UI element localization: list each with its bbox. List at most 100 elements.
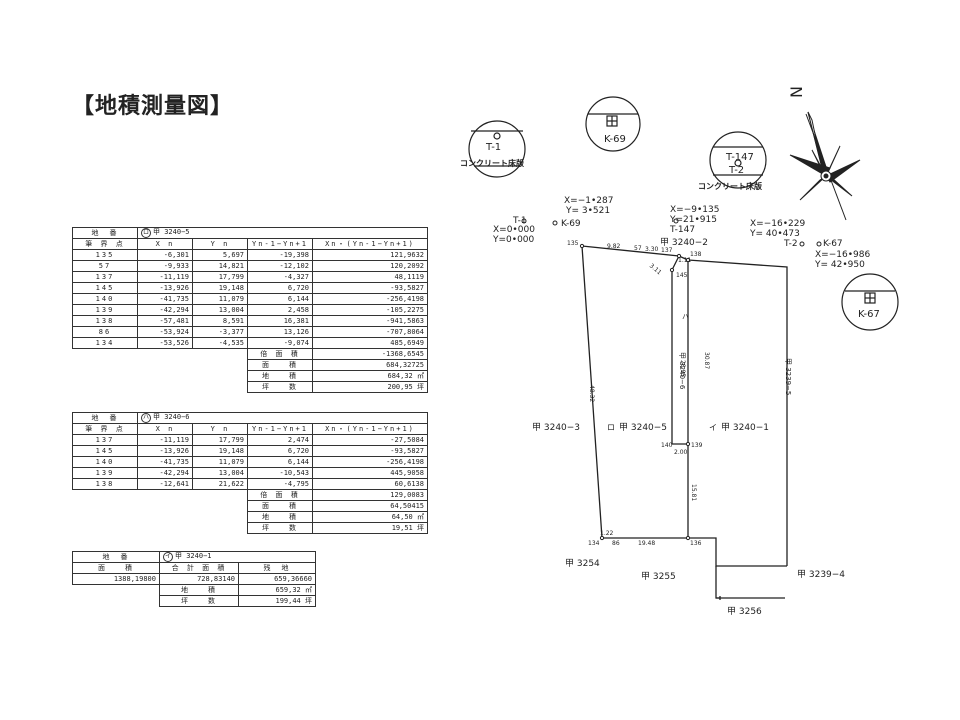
coord-label: Y= 42•950 xyxy=(814,260,865,270)
page-title: 【地積測量図】 xyxy=(72,94,234,119)
table-cell: 134 xyxy=(72,337,138,349)
point-label: 140 xyxy=(661,442,673,449)
boundary-point-icon xyxy=(599,535,605,541)
benchmark-point-icon xyxy=(799,241,805,247)
benchmark-label: K-69 xyxy=(561,219,581,229)
lot-mark: ハ xyxy=(141,413,151,423)
boundary-line xyxy=(671,255,688,445)
parcel-label: 甲 3240−1 xyxy=(721,422,769,433)
boundary-point-icon xyxy=(685,441,691,447)
benchmark-k69-circle xyxy=(585,96,641,152)
distance-label: 3.30 xyxy=(645,246,659,253)
point-label: 145 xyxy=(676,272,688,279)
distance-label: 30.87 xyxy=(703,352,710,369)
table-cell: -12,641 xyxy=(137,478,193,490)
parcel-label: 甲 3256 xyxy=(727,606,762,617)
benchmark-label: T-1 xyxy=(512,216,527,226)
boundary-line xyxy=(581,245,689,539)
coord-label: Y= 3•521 xyxy=(565,206,610,216)
parcel-label: 甲 3254 xyxy=(565,558,600,569)
benchmark-label: T-147 xyxy=(669,225,695,235)
distance-label: 3.11 xyxy=(648,262,663,276)
benchmark-marker-icon xyxy=(493,132,501,140)
distance-label: 19.48 xyxy=(638,540,655,547)
area-table-3240-6: 地 番 ハ甲 3240−6 筆 界 点 X n Y n Yn-1−Yn+1 Xn… xyxy=(72,412,428,534)
lot-mark: イ xyxy=(163,552,173,562)
lot-number: 甲 3240−1 xyxy=(175,552,212,560)
parcel-label: 甲 3240−5 xyxy=(619,422,667,433)
parcel-mark: イ xyxy=(709,423,717,432)
coord-label: Y= 40•473 xyxy=(749,229,800,239)
benchmark-point-icon xyxy=(521,218,527,224)
coord-label: X=−1•287 xyxy=(564,196,613,206)
parcel-label: 甲 3239−4 xyxy=(797,569,845,580)
table-cell: -4,535 xyxy=(192,337,248,349)
point-label: 138 xyxy=(690,251,702,258)
boundary-point-icon xyxy=(669,267,675,273)
distance-label: 2.00 xyxy=(674,449,688,456)
coord-label: X=−16•986 xyxy=(815,250,870,260)
table-header-row: 筆 界 点 X n Y n Yn-1−Yn+1 Xn・(Yn-1−Yn+1) xyxy=(72,238,428,250)
table-cell: 21,622 xyxy=(192,478,248,490)
benchmark-point-icon xyxy=(552,220,558,226)
benchmark-label: K-67 xyxy=(823,239,843,249)
summary-row: 坪 数 199,44 坪 xyxy=(73,595,316,607)
benchmark-k67-circle xyxy=(841,273,899,331)
lot-number: 甲 3240−6 xyxy=(153,413,190,421)
summary-value: 199,44 坪 xyxy=(238,595,316,607)
distance-label: 1.11 xyxy=(678,257,692,264)
benchmark-label: K-67 xyxy=(858,309,880,320)
benchmark-t1-circle xyxy=(468,120,526,178)
boundary-point-icon xyxy=(579,243,585,249)
north-compass-icon xyxy=(789,111,861,221)
point-label: 139 xyxy=(691,442,703,449)
coord-label: X=−16•229 xyxy=(750,219,805,229)
benchmark-label: T-147 xyxy=(725,152,754,163)
summary-label: 坪 数 xyxy=(247,381,313,393)
lot-number: 甲 3240−5 xyxy=(153,228,190,236)
boundary-point-icon xyxy=(685,257,691,263)
boundary-line xyxy=(715,566,720,599)
table-row: 地 番 ハ甲 3240−6 xyxy=(72,412,428,424)
parcel-label: 甲 3240−3 xyxy=(532,422,580,433)
distance-label: 15.81 xyxy=(690,484,697,501)
coord-label: Y=21•915 xyxy=(669,215,717,225)
boundary-point-icon xyxy=(676,253,682,259)
benchmark-label: T-2 xyxy=(728,165,744,176)
benchmark-point-icon xyxy=(673,218,679,224)
boundary-line xyxy=(688,537,787,567)
point-label: 57 xyxy=(634,245,642,252)
lot-mark: ロ xyxy=(141,228,151,238)
benchmark-marker-icon xyxy=(734,159,742,167)
parcel-label: 甲 3255 xyxy=(641,571,676,582)
boundary-point-icon xyxy=(685,535,691,541)
distance-label: 1.22 xyxy=(600,530,614,537)
parcel-mark: ハ xyxy=(682,313,689,321)
benchmark-t2-circle xyxy=(709,131,767,189)
parcel-label: 甲 3239−5 xyxy=(784,358,792,395)
concrete-label: コンクリート床版 xyxy=(698,181,762,191)
coord-label: X=0•000 xyxy=(493,225,535,235)
summary-row: 地 積 659,32 ㎡ xyxy=(73,584,316,596)
coord-label: Y=0•000 xyxy=(492,235,535,245)
point-label: 135 xyxy=(567,240,579,247)
summary-label: 坪 数 xyxy=(159,595,239,607)
benchmark-label: T-2 xyxy=(783,239,798,249)
summary-value: 19,51 坪 xyxy=(312,522,428,534)
parcel-label: 甲 3240−2 xyxy=(660,237,708,248)
benchmark-point-icon xyxy=(816,241,822,247)
benchmark-label: T-1 xyxy=(485,142,501,153)
